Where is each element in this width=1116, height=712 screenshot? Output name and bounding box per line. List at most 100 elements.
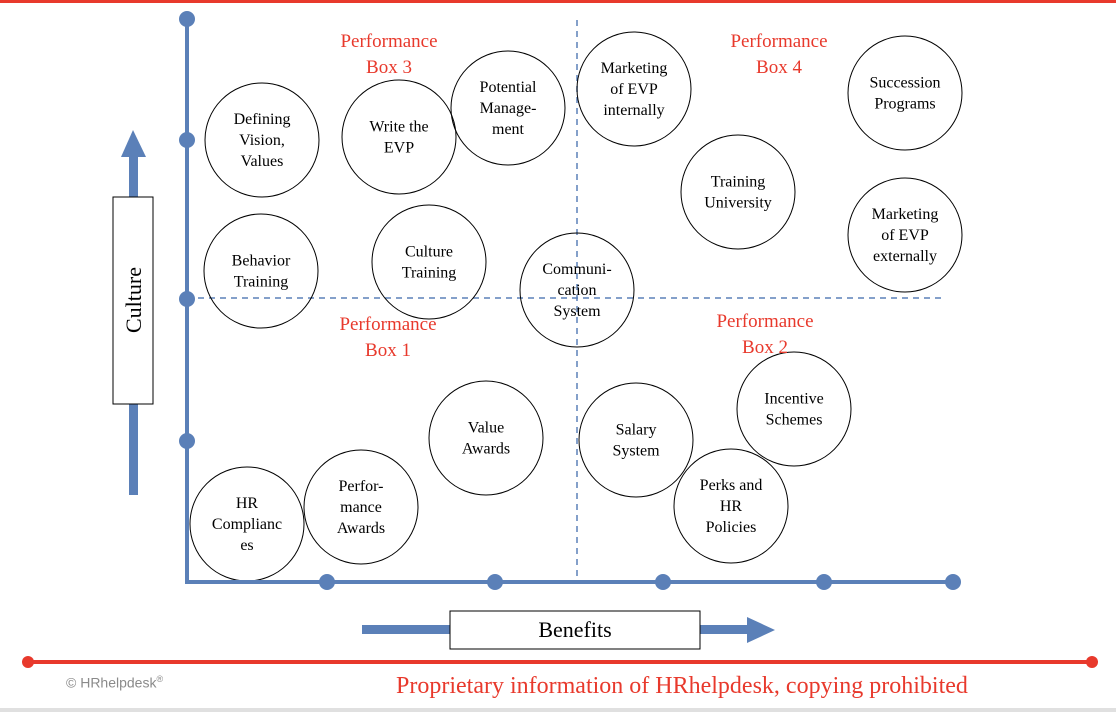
circle-label-line: Vision, <box>239 132 285 149</box>
performance-box-label: Box 2 <box>742 337 788 358</box>
circle-label-line: mance <box>340 499 382 516</box>
culture-arrow-head <box>121 130 146 157</box>
circle-label-line: Culture <box>405 244 453 261</box>
circle-label-line: Training <box>234 274 289 291</box>
circle-label-line: of EVP <box>610 81 658 98</box>
concept-circle: HR Complianc es <box>189 466 305 582</box>
axis-dot <box>655 574 671 590</box>
circle-outline <box>203 213 319 329</box>
circle-outline <box>303 449 419 565</box>
top-red-rule <box>0 0 1116 3</box>
circle-label-line: cation <box>557 282 596 299</box>
bottom-border <box>0 708 1116 712</box>
concept-circle: Marketing of EVP internally <box>576 31 692 147</box>
concept-circle: Marketing of EVP externally <box>847 177 963 293</box>
performance-box-label: Performance <box>716 311 813 332</box>
circle-label-line: Policies <box>706 519 757 536</box>
axis-dot <box>945 574 961 590</box>
circle-outline <box>680 134 796 250</box>
circle-label-line: ment <box>492 121 525 138</box>
circle-label-line: Values <box>241 153 284 170</box>
registered-mark: ® <box>156 674 164 684</box>
circle-outline <box>847 35 963 151</box>
benefits-label: Benefits <box>538 617 611 642</box>
circle-label-line: Write the <box>369 119 428 136</box>
circle-outline <box>450 50 566 166</box>
circle-label-line: Behavior <box>232 253 291 270</box>
circle-label-line: Schemes <box>766 412 823 429</box>
axis-dot <box>179 433 195 449</box>
axis-dot <box>319 574 335 590</box>
circle-outline <box>673 448 789 564</box>
red-rule-end-dot <box>22 656 34 668</box>
circle-label-line: es <box>240 537 253 554</box>
circle-label-line: Communi- <box>542 261 611 278</box>
performance-box-label: Performance <box>340 31 437 52</box>
circle-label-line: System <box>553 303 601 320</box>
circle-label-line: HR <box>236 495 259 512</box>
circle-label-line: System <box>612 443 660 460</box>
circle-label-line: Awards <box>462 441 510 458</box>
circle-outline <box>576 31 692 147</box>
circle-label-line: Perfor- <box>339 478 384 495</box>
axis-dot <box>179 132 195 148</box>
circle-label-line: of EVP <box>881 227 929 244</box>
benefits-arrow-head <box>747 617 775 643</box>
circle-label-line: Value <box>468 420 504 437</box>
copyright: © HRhelpdesk® <box>66 674 163 691</box>
culture-label-box <box>112 196 154 405</box>
axis-dot <box>179 11 195 27</box>
axis-dot <box>179 291 195 307</box>
circle-label-line: Marketing <box>601 60 668 77</box>
circle-label-line: University <box>704 195 772 212</box>
circle-outline <box>847 177 963 293</box>
circle-label-line: Incentive <box>764 391 824 408</box>
copyright-text: © HRhelpdesk <box>66 674 157 691</box>
circle-label-line: externally <box>873 248 937 265</box>
circle-label-line: Salary <box>616 422 657 439</box>
circle-label-line: Awards <box>337 520 385 537</box>
proprietary-notice: Proprietary information of HRhelpdesk, c… <box>396 673 968 699</box>
circle-label-line: Training <box>402 265 457 282</box>
circle-outline <box>519 232 635 348</box>
axis-dot <box>487 574 503 590</box>
circle-outline <box>578 382 694 498</box>
circle-outline <box>204 82 320 198</box>
circle-outline <box>341 79 457 195</box>
performance-box-label: Box 3 <box>366 57 412 78</box>
axis-dot <box>816 574 832 590</box>
circle-outline <box>428 380 544 496</box>
circle-label-line: Perks and <box>700 477 763 494</box>
circle-label-line: EVP <box>384 140 414 157</box>
red-rule-end-dot <box>1086 656 1098 668</box>
circle-label-line: Potential <box>480 79 537 96</box>
performance-box-label: Box 4 <box>756 57 802 78</box>
circle-label-line: HR <box>720 498 743 515</box>
circle-label-line: Manage- <box>480 100 537 117</box>
circle-label-line: Marketing <box>872 206 939 223</box>
circle-label-line: Succession <box>869 75 940 92</box>
circle-label-line: Training <box>711 174 766 191</box>
circle-outline <box>736 351 852 467</box>
circle-label-line: Complianc <box>212 516 282 533</box>
circle-label-line: Defining <box>234 111 291 128</box>
culture-label: Culture <box>121 267 146 333</box>
performance-box-label: Box 1 <box>365 340 411 361</box>
circle-outline <box>371 204 487 320</box>
circle-label-line: internally <box>603 102 664 119</box>
performance-box-label: Performance <box>339 314 436 335</box>
